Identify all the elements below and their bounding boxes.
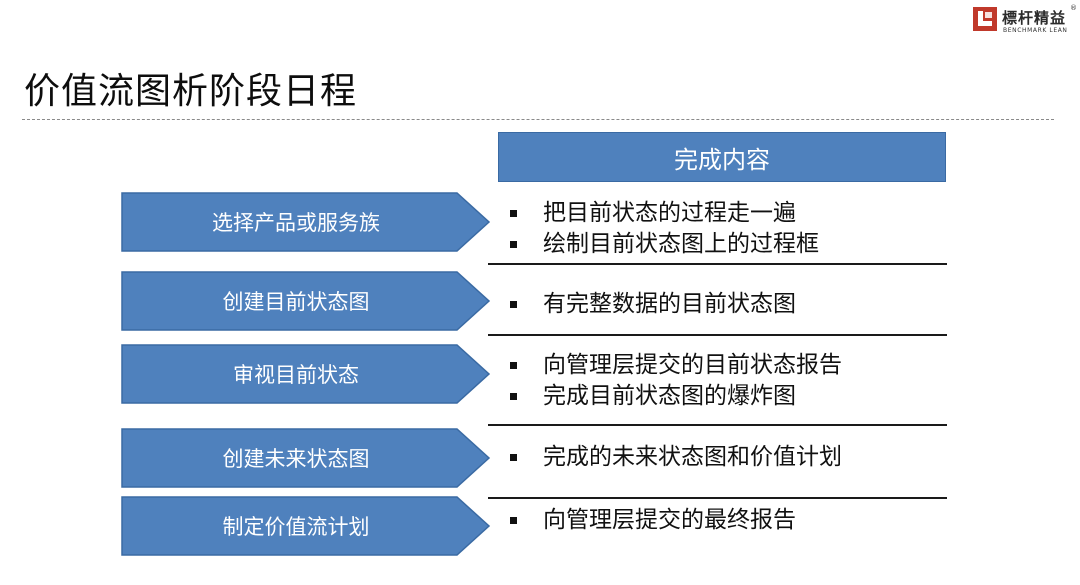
stage-label: 创建目前状态图 (222, 290, 370, 314)
brand-logo: 標杆精益 ® BENCHMARK LEAN (972, 4, 1077, 36)
stage-content: 完成的未来状态图和价值计划 (508, 442, 948, 473)
logo-registered-mark: ® (1070, 4, 1077, 12)
content-item: 绘制目前状态图上的过程框 (508, 229, 948, 260)
stage-content: 有完整数据的目前状态图 (508, 289, 948, 320)
arrow-shape (121, 271, 491, 331)
arrow-shape (121, 496, 491, 556)
content-item: 向管理层提交的目前状态报告 (508, 350, 948, 381)
content-item: 向管理层提交的最终报告 (508, 505, 948, 536)
content-item: 有完整数据的目前状态图 (508, 289, 948, 320)
stage-content: 向管理层提交的目前状态报告 完成目前状态图的爆炸图 (508, 350, 948, 412)
page-title: 价值流图析阶段日程 (24, 71, 358, 112)
content-item: 完成的未来状态图和价值计划 (508, 442, 948, 473)
row-separator (488, 334, 947, 336)
logo-subtitle: BENCHMARK LEAN (1003, 27, 1068, 34)
stage-arrow: 创建目前状态图 (121, 271, 491, 331)
stage-content: 向管理层提交的最终报告 (508, 505, 948, 536)
stage-label: 制定价值流计划 (222, 515, 370, 539)
stage-arrow: 审视目前状态 (121, 344, 491, 404)
arrow-shape (121, 192, 491, 252)
stage-label: 选择产品或服务族 (212, 211, 380, 235)
stage-arrow: 创建未来状态图 (121, 428, 491, 488)
benchmark-logo-icon (973, 7, 997, 31)
stage-content: 把目前状态的过程走一遍 绘制目前状态图上的过程框 (508, 198, 948, 260)
stage-arrow: 制定价值流计划 (121, 496, 491, 556)
arrow-shape (121, 428, 491, 488)
column-header: 完成内容 (498, 132, 946, 182)
logo-name: 標杆精益 (1002, 9, 1067, 27)
content-item: 完成目前状态图的爆炸图 (508, 381, 948, 412)
title-divider (22, 119, 1054, 120)
stage-label: 创建未来状态图 (222, 447, 370, 471)
content-item: 把目前状态的过程走一遍 (508, 198, 948, 229)
stage-arrow: 选择产品或服务族 (121, 192, 491, 252)
row-separator (488, 424, 947, 426)
stage-label: 审视目前状态 (233, 363, 359, 387)
row-separator (488, 497, 947, 499)
row-separator (488, 263, 947, 265)
arrow-shape (121, 344, 491, 404)
